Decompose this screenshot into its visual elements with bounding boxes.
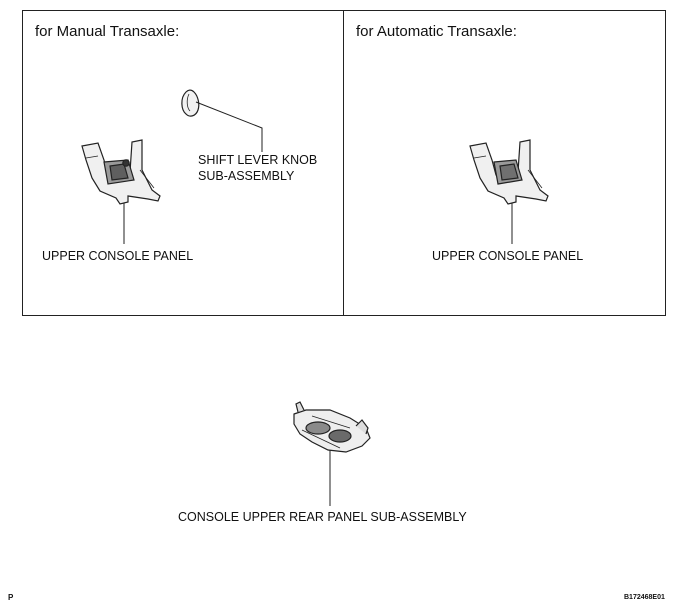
shift-lever-knob-label-line1: SHIFT LEVER KNOB [198, 153, 318, 167]
knob-leader-line [195, 101, 263, 152]
console-upper-rear-panel-label: CONSOLE UPPER REAR PANEL SUB-ASSEMBLY [178, 510, 467, 524]
shift-lever-knob-drawing [181, 89, 200, 117]
manual-upper-console-panel-label: UPPER CONSOLE PANEL [42, 249, 194, 263]
console-upper-rear-panel-drawing [293, 401, 371, 453]
automatic-transaxle-panel: for Automatic Transaxle: [344, 10, 666, 316]
footer-left-code: P [8, 593, 14, 602]
automatic-panel-title: for Automatic Transaxle: [356, 23, 517, 40]
manual-transaxle-panel: for Manual Transaxle: [22, 10, 344, 316]
manual-panel-title: for Manual Transaxle: [35, 23, 180, 40]
shift-lever-knob-label-line2: SUB-ASSEMBLY [198, 169, 295, 183]
manual-upper-console-panel-drawing [81, 139, 161, 205]
footer-figure-code: B172468E01 [624, 594, 665, 601]
automatic-upper-console-panel-label: UPPER CONSOLE PANEL [432, 249, 584, 263]
automatic-upper-console-panel-drawing [469, 139, 549, 205]
